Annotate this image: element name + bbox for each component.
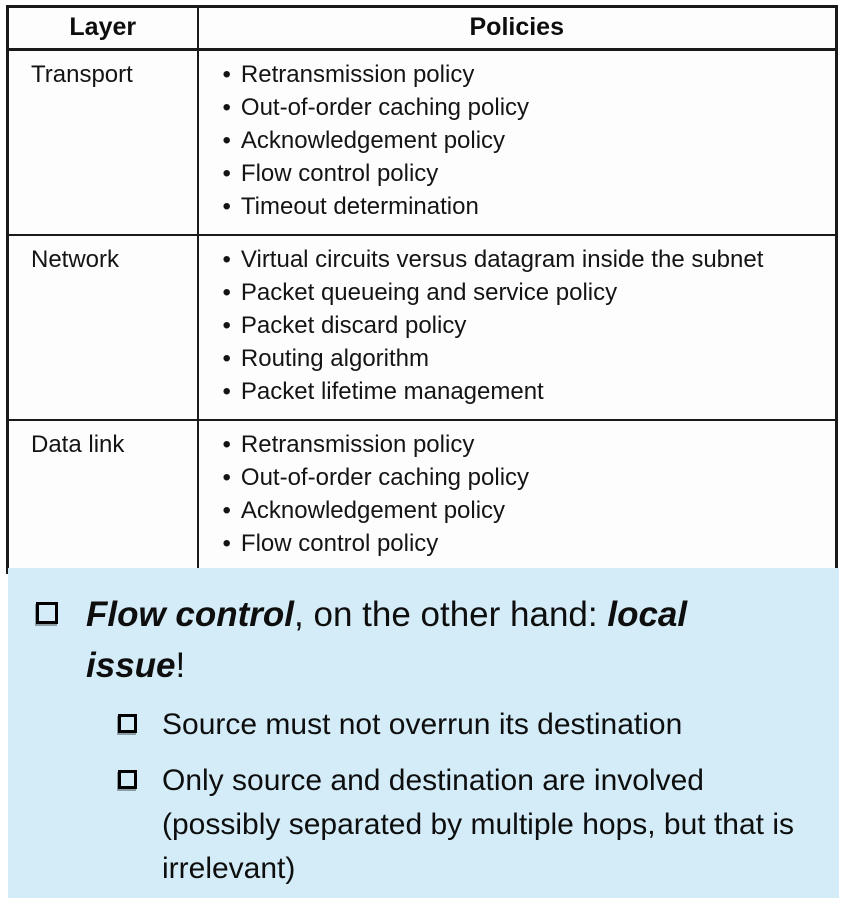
dot-bullet-icon: • [222, 160, 231, 187]
policy-item: • Retransmission policy [223, 428, 830, 461]
policy-text: Retransmission policy [240, 431, 475, 458]
policy-text: Timeout determination [240, 193, 479, 220]
policy-text: Virtual circuits versus datagram inside … [240, 246, 764, 273]
policies-cell: • Virtual circuits versus datagram inside… [196, 234, 838, 421]
table-row: Network • Virtual circuits versus datagram… [6, 234, 838, 421]
policy-text: Retransmission policy [240, 61, 475, 88]
square-bullet-icon [36, 602, 58, 624]
policy-text: Routing algorithm [240, 345, 430, 372]
policy-item: • Acknowledgement policy [223, 124, 830, 157]
table-header-row: Layer Policies [6, 5, 838, 51]
note-sub-text: Only source and destination are involved… [162, 764, 795, 885]
note-main-bullet: Flow control, on the other hand: local i… [36, 589, 839, 691]
table-body: Transport • Retransmission policy • Out-of-o… [6, 48, 838, 574]
square-bullet-icon [118, 770, 137, 789]
policies-cell: • Retransmission policy • Out-of-order cach… [196, 48, 838, 236]
policy-text: Out-of-order caching policy [240, 94, 530, 121]
policies-cell: • Retransmission policy • Out-of-order cach… [196, 419, 838, 574]
policy-text: Flow control policy [240, 530, 439, 557]
policy-item: • Routing algorithm [223, 342, 830, 375]
policy-item: • Virtual circuits versus datagram inside… [223, 243, 830, 276]
note-sub-text: Source must not overrun its destination [162, 708, 683, 741]
dot-bullet-icon: • [222, 530, 231, 557]
policy-item: • Flow control policy [223, 157, 830, 190]
column-header-policies: Policies [196, 5, 838, 51]
dot-bullet-icon: • [222, 464, 231, 491]
column-header-layer: Layer [6, 5, 199, 51]
dot-bullet-icon: • [222, 193, 231, 220]
dot-bullet-icon: • [222, 378, 231, 405]
policy-text: Acknowledgement policy [240, 497, 506, 524]
policy-item: • Packet discard policy [223, 309, 830, 342]
policy-text: Out-of-order caching policy [240, 464, 530, 491]
note-box: Flow control, on the other hand: local i… [8, 568, 839, 898]
note-sub-bullet: Source must not overrun its destination [118, 703, 839, 747]
note-plain-segment: , on the other hand: [294, 595, 608, 634]
policy-item: • Acknowledgement policy [223, 494, 830, 527]
layer-cell: Network [6, 234, 199, 421]
policy-list: • Virtual circuits versus datagram inside… [223, 243, 830, 408]
dot-bullet-icon: • [222, 279, 231, 306]
dot-bullet-icon: • [222, 246, 231, 273]
dot-bullet-icon: • [222, 497, 231, 524]
dot-bullet-icon: • [222, 94, 231, 121]
dot-bullet-icon: • [222, 431, 231, 458]
policy-item: • Out-of-order caching policy [223, 91, 830, 124]
dot-bullet-icon: • [222, 312, 231, 339]
policy-list: • Retransmission policy • Out-of-order cach… [223, 428, 830, 560]
policy-item: • Packet queueing and service policy [223, 276, 830, 309]
note-main-text: Flow control, on the other hand: local i… [86, 589, 781, 691]
layer-policies-table: Layer Policies Transport • Retransmission … [6, 5, 838, 574]
table-row: Transport • Retransmission policy • Out-of-o… [6, 48, 838, 236]
policy-text: Acknowledgement policy [240, 127, 506, 154]
dot-bullet-icon: • [222, 127, 231, 154]
policy-item: • Retransmission policy [223, 58, 830, 91]
policy-item: • Timeout determination [223, 190, 830, 223]
policy-text: Packet discard policy [240, 312, 467, 339]
layer-cell: Data link [6, 419, 199, 574]
policy-list: • Retransmission policy • Out-of-order cach… [223, 58, 830, 223]
table-row: Data link • Retransmission policy • Out-of-o… [6, 419, 838, 574]
policy-text: Packet queueing and service policy [240, 279, 618, 306]
policy-item: • Flow control policy [223, 527, 830, 560]
dot-bullet-icon: • [222, 345, 231, 372]
policy-item: • Packet lifetime management [223, 375, 830, 408]
policy-item: • Out-of-order caching policy [223, 461, 830, 494]
note-plain-segment: ! [175, 646, 186, 685]
square-bullet-icon [118, 714, 137, 733]
dot-bullet-icon: • [222, 61, 231, 88]
note-emphasis-segment: Flow control [86, 595, 295, 634]
policy-text: Packet lifetime management [240, 378, 544, 405]
layer-cell: Transport [6, 48, 199, 236]
note-sub-bullet: Only source and destination are involved… [118, 759, 839, 891]
note-emphasis-segment: local issue [86, 595, 688, 685]
policy-text: Flow control policy [240, 160, 439, 187]
